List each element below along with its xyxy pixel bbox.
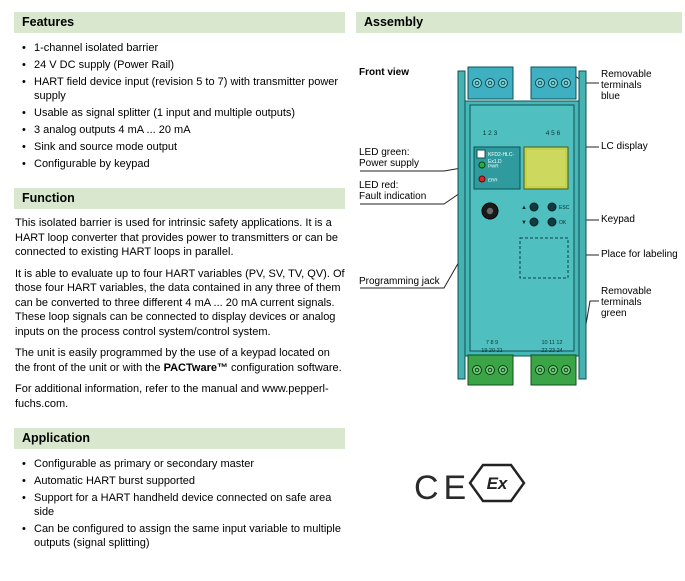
features-list: 1-channel isolated barrier 24 V DC suppl…	[21, 41, 345, 171]
keypad-button-ok	[547, 217, 557, 227]
list-item: Usable as signal splitter (1 input and m…	[21, 106, 345, 120]
keypad-label: Keypad	[601, 214, 635, 225]
lc-display	[523, 146, 569, 190]
terminal-block-top-left	[467, 66, 514, 100]
pf-logo	[476, 149, 486, 159]
device-side-rail-left	[457, 70, 466, 380]
list-item: 3 analog outputs 4 mA ... 20 mA	[21, 123, 345, 137]
assembly-title: Assembly	[364, 15, 424, 29]
list-item: Support for a HART handheld device conne…	[21, 491, 345, 519]
device-front-view: 1 2 3 4 5 6 KFD2-HLC- Ex1.D PWR ERR	[457, 66, 587, 386]
left-column: Features 1-channel isolated barrier 24 V…	[14, 12, 345, 553]
programming-jack	[481, 202, 499, 220]
device-front-panel	[469, 104, 575, 352]
paragraph-text: configuration software.	[227, 361, 342, 374]
terminal-numbers-mid-left: 7 8 9	[486, 340, 498, 346]
ex-mark: Ex	[468, 463, 526, 503]
model-number-line1: KFD2-HLC-	[488, 152, 514, 158]
power-led	[478, 161, 486, 169]
device-side-rail-right	[578, 70, 587, 380]
assembly-section-header: Assembly	[356, 12, 682, 33]
led-red-label: LED red: Fault indication	[359, 180, 427, 202]
list-item: 24 V DC supply (Power Rail)	[21, 58, 345, 72]
programming-jack-label: Programming jack	[359, 276, 440, 287]
keypad-button-down	[529, 217, 539, 227]
list-item: Configurable as primary or secondary mas…	[21, 457, 345, 471]
lc-display-label: LC display	[601, 141, 648, 152]
pactware-brand: PACTware™	[163, 361, 228, 374]
function-paragraph: The unit is easily programmed by the use…	[15, 346, 345, 375]
front-view-label: Front view	[359, 67, 410, 78]
terminal-numbers-top-left: 1 2 3	[483, 130, 498, 137]
terminal-numbers-top-right: 4 5 6	[546, 130, 561, 137]
terminal-numbers-bottom-right: 22 23 24	[541, 348, 562, 354]
list-item: HART field device input (revision 5 to 7…	[21, 75, 345, 103]
list-item: 1-channel isolated barrier	[21, 41, 345, 55]
assembly-diagram: 1 2 3 4 5 6 KFD2-HLC- Ex1.D PWR ERR	[356, 43, 682, 513]
ce-mark-text: CE	[414, 469, 471, 507]
labeling-area	[519, 237, 569, 279]
ex-mark-text: Ex	[487, 474, 509, 493]
features-title: Features	[22, 15, 75, 29]
paragraph-text: The unit is easily programmed by the use…	[15, 347, 330, 374]
terminal-numbers-bottom-left: 19 20 21	[481, 348, 502, 354]
function-title: Function	[22, 191, 75, 205]
key-esc-label: ESC	[559, 205, 570, 211]
key-up-icon: ▲	[521, 205, 527, 211]
keypad: ▲ ESC ▼ OK	[521, 202, 570, 227]
keypad-button-up	[529, 202, 539, 212]
terminal-numbers-mid-right: 10 11 12	[541, 340, 562, 346]
application-title: Application	[22, 431, 91, 445]
key-ok-label: OK	[559, 220, 567, 226]
list-item: Automatic HART burst supported	[21, 474, 345, 488]
features-section-header: Features	[14, 12, 345, 33]
function-paragraph: For additional information, refer to the…	[15, 383, 329, 410]
application-section-header: Application	[14, 428, 345, 449]
keypad-button-esc	[547, 202, 557, 212]
device-label-plate: KFD2-HLC- Ex1.D PWR ERR	[473, 146, 521, 190]
ce-mark: CE	[414, 469, 471, 507]
list-item: Can be configured to assign the same inp…	[21, 522, 345, 550]
list-item: Sink and source mode output	[21, 140, 345, 154]
list-item: Configurable by keypad	[21, 157, 345, 171]
terminal-block-bottom-right	[530, 354, 577, 386]
terminal-block-bottom-left	[467, 354, 514, 386]
labeling-label: Place for labeling	[601, 249, 678, 260]
fault-led-label: ERR	[488, 178, 498, 183]
terminals-green-label: Removable terminals green	[601, 286, 652, 319]
terminal-block-top-right	[530, 66, 577, 100]
led-green-label: LED green: Power supply	[359, 147, 420, 169]
application-list: Configurable as primary or secondary mas…	[21, 457, 345, 550]
ex-hexagon	[468, 463, 526, 503]
power-led-label: PWR	[488, 164, 499, 169]
function-paragraph: This isolated barrier is used for intrin…	[15, 217, 339, 258]
terminals-blue-label: Removable terminals blue	[601, 69, 652, 102]
device-drawing: 1 2 3 4 5 6 KFD2-HLC- Ex1.D PWR ERR	[360, 66, 599, 507]
function-section-header: Function	[14, 188, 345, 209]
fault-led	[478, 175, 486, 183]
function-paragraph: It is able to evaluate up to four HART v…	[15, 267, 345, 338]
right-column: Assembly	[356, 12, 682, 513]
model-number-line2: Ex1.D	[488, 159, 502, 165]
key-down-icon: ▼	[521, 220, 527, 226]
